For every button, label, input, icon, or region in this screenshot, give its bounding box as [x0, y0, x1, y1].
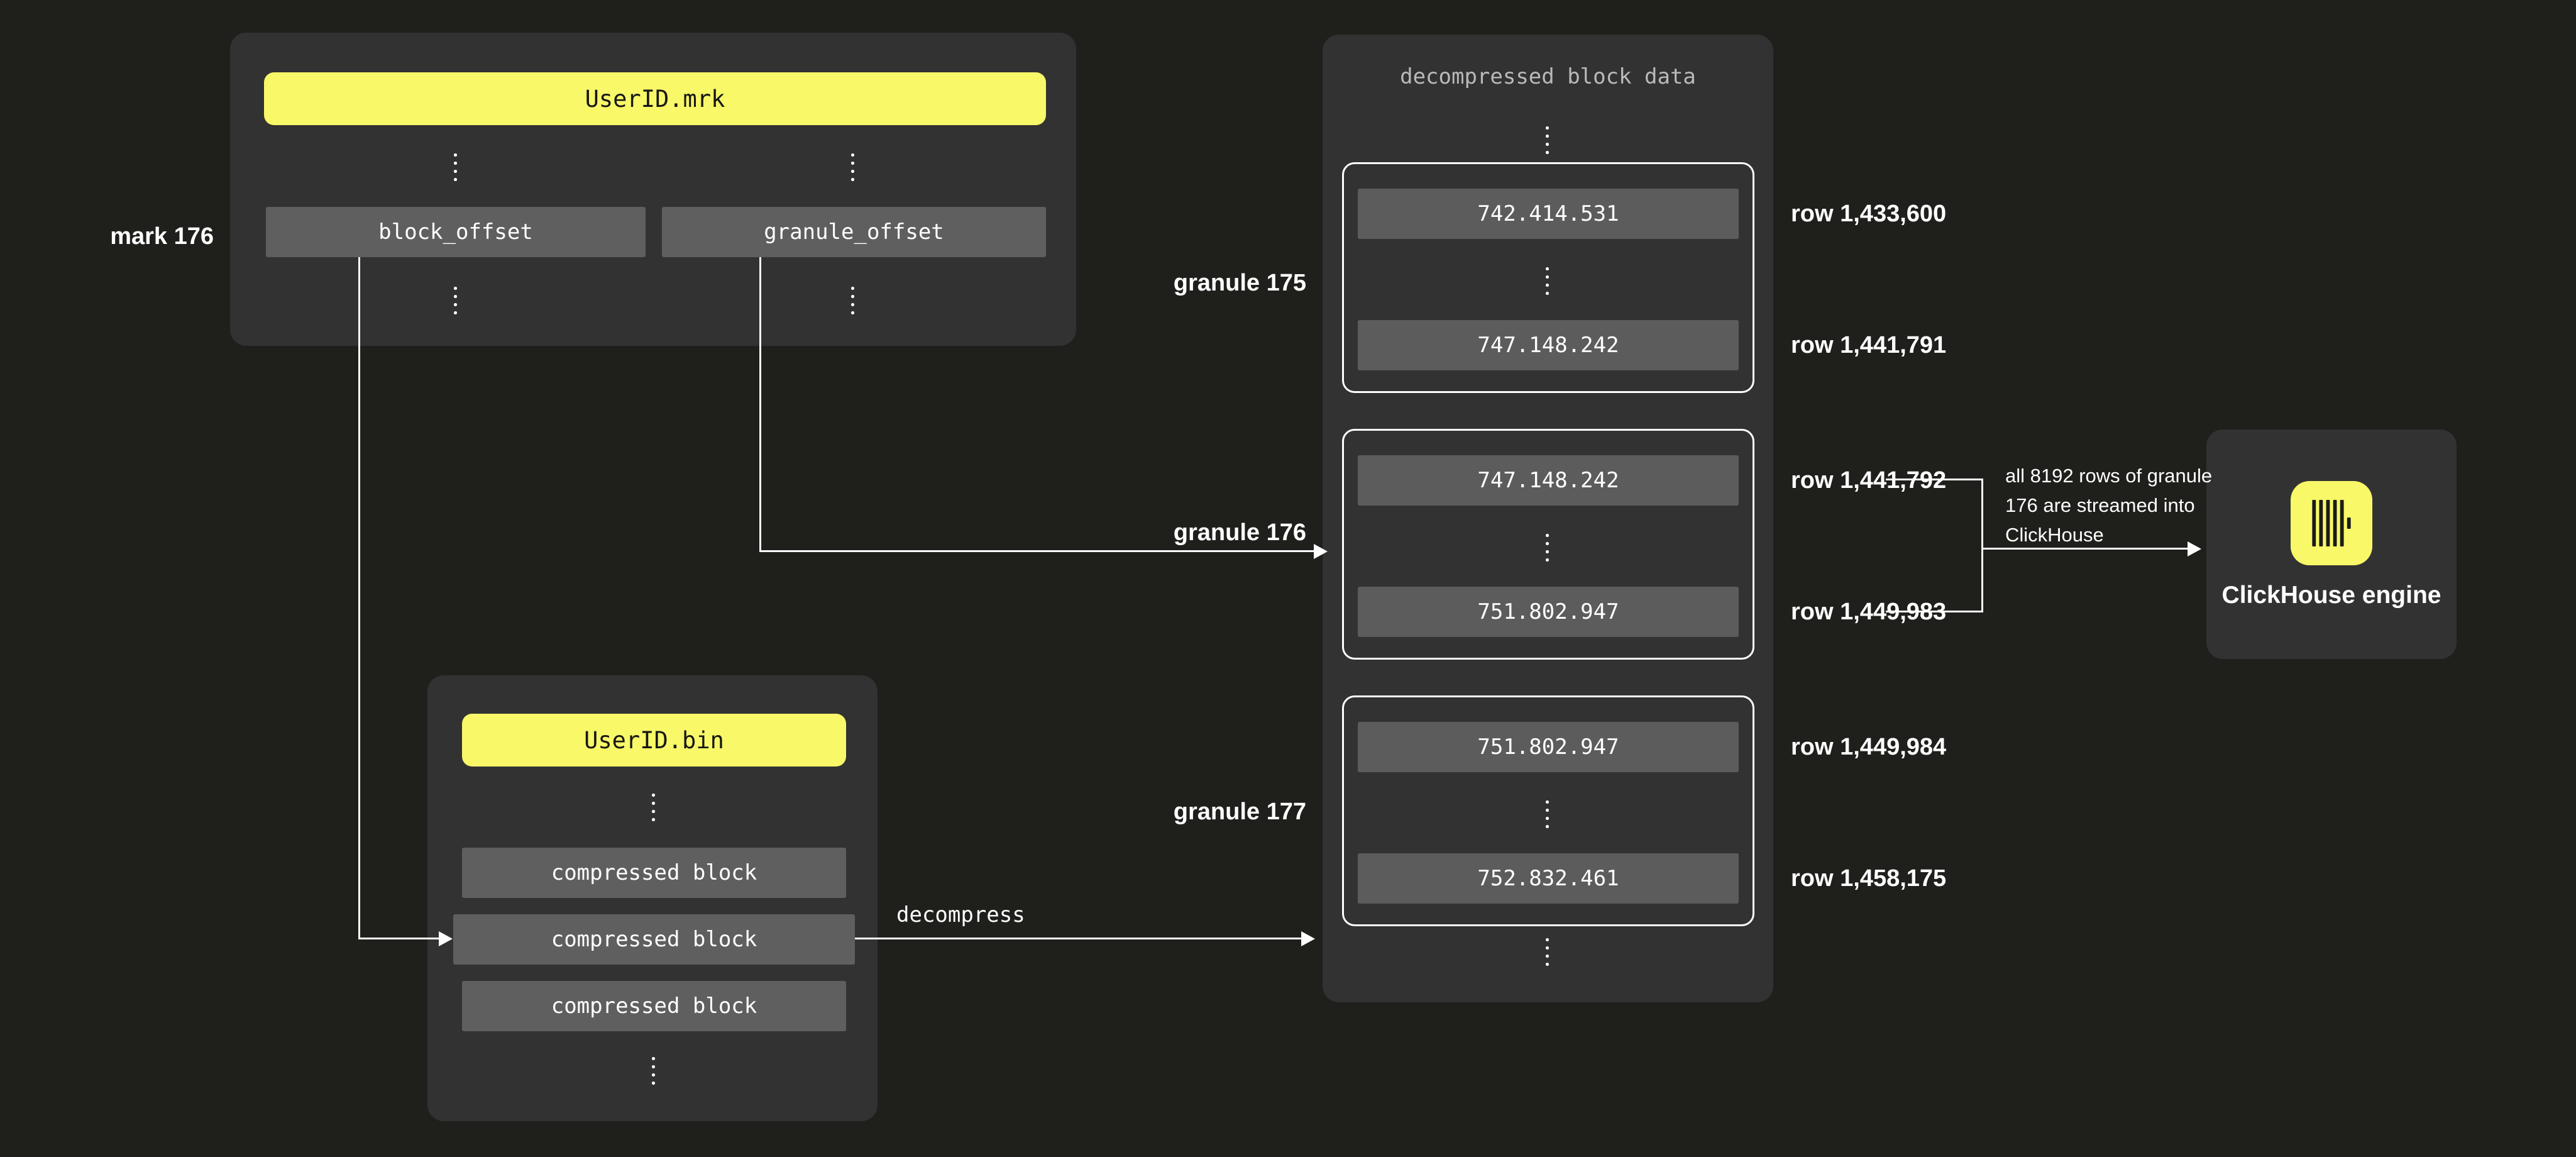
bracket-top-tick	[1886, 479, 1983, 480]
bin-file-title: UserID.bin	[584, 726, 724, 754]
annotation-text: all 8192 rows of granule 176 are streame…	[2005, 461, 2212, 550]
decompressed-panel-title: decompressed block data	[1400, 64, 1696, 89]
row-label-1433600: row 1,433,600	[1791, 201, 1947, 227]
decompress-arrow-line	[855, 938, 1301, 939]
compressed-block-label: compressed block	[551, 860, 757, 885]
annotation-line-3: ClickHouse	[2005, 524, 2104, 546]
clickhouse-logo-icon	[2291, 481, 2372, 565]
clickhouse-logo-bars	[2312, 500, 2351, 546]
vertical-ellipsis	[1546, 798, 1549, 829]
granule-175-label: granule 175	[1173, 270, 1306, 296]
mark-176-label: mark 176	[110, 223, 214, 250]
stream-arrow-line	[1981, 548, 2188, 550]
bracket-bottom-tick	[1886, 611, 1983, 612]
granule-177-first-value-box: 751.802.947	[1358, 722, 1739, 772]
vertical-ellipsis	[851, 151, 854, 182]
bin-file-header: UserID.bin	[462, 714, 846, 767]
granule-177-last-value-box: 752.832.461	[1358, 853, 1739, 904]
granule-176-group	[1342, 429, 1754, 660]
block-offset-connector-vertical	[358, 257, 360, 939]
compressed-block-label: compressed block	[551, 994, 757, 1019]
granule-offset-connector-horizontal	[759, 550, 1314, 552]
decompress-label: decompress	[896, 902, 1025, 927]
vertical-ellipsis	[454, 284, 457, 316]
granule-offset-field: granule_offset	[662, 207, 1046, 257]
annotation-line-1: all 8192 rows of granule	[2005, 465, 2213, 487]
vertical-ellipsis	[1546, 936, 1549, 967]
block-offset-label: block_offset	[378, 219, 533, 245]
block-offset-connector-horizontal	[358, 938, 439, 939]
granule-177-group	[1342, 695, 1754, 926]
value-label: 751.802.947	[1477, 599, 1619, 624]
annotation-line-2: 176 are streamed into	[2005, 494, 2195, 516]
decompress-arrowhead-icon	[1301, 931, 1315, 946]
vertical-ellipsis	[652, 1055, 655, 1086]
row-label-1458175: row 1,458,175	[1791, 865, 1947, 892]
block-offset-field: block_offset	[266, 207, 646, 257]
vertical-ellipsis	[1546, 265, 1549, 296]
granule-176-last-value-box: 751.802.947	[1358, 587, 1739, 637]
compressed-block-2: compressed block	[453, 914, 855, 965]
row-label-1441791: row 1,441,791	[1791, 332, 1947, 358]
vertical-ellipsis	[652, 791, 655, 822]
granule-175-group	[1342, 162, 1754, 393]
mrk-file-title: UserID.mrk	[585, 85, 725, 113]
granule-offset-label: granule_offset	[764, 219, 944, 245]
granule-177-label: granule 177	[1173, 799, 1306, 825]
mrk-file-header: UserID.mrk	[264, 72, 1046, 125]
row-label-1441792: row 1,441,792	[1791, 467, 1947, 494]
value-label: 742.414.531	[1477, 201, 1619, 226]
vertical-ellipsis	[1546, 124, 1549, 155]
bracket-vertical	[1981, 479, 1983, 612]
block-offset-arrowhead-icon	[439, 931, 453, 946]
compressed-block-label: compressed block	[551, 927, 757, 952]
compressed-block-3: compressed block	[462, 981, 846, 1031]
value-label: 747.148.242	[1477, 333, 1619, 358]
granule-offset-connector-vertical	[759, 257, 761, 551]
vertical-ellipsis	[851, 284, 854, 316]
vertical-ellipsis	[454, 151, 457, 182]
clickhouse-engine-label: ClickHouse engine	[2221, 582, 2441, 609]
granule-175-first-value-box: 742.414.531	[1358, 189, 1739, 239]
row-label-1449984: row 1,449,984	[1791, 734, 1947, 760]
value-label: 752.832.461	[1477, 866, 1619, 891]
compressed-block-1: compressed block	[462, 848, 846, 898]
granule-175-last-value-box: 747.148.242	[1358, 320, 1739, 370]
value-label: 747.148.242	[1477, 468, 1619, 493]
value-label: 751.802.947	[1477, 734, 1619, 760]
stream-arrowhead-icon	[2188, 541, 2201, 556]
granule-176-first-value-box: 747.148.242	[1358, 455, 1739, 506]
granule-offset-arrowhead-icon	[1314, 544, 1328, 559]
granule-176-label: granule 176	[1173, 519, 1306, 546]
vertical-ellipsis	[1546, 531, 1549, 563]
